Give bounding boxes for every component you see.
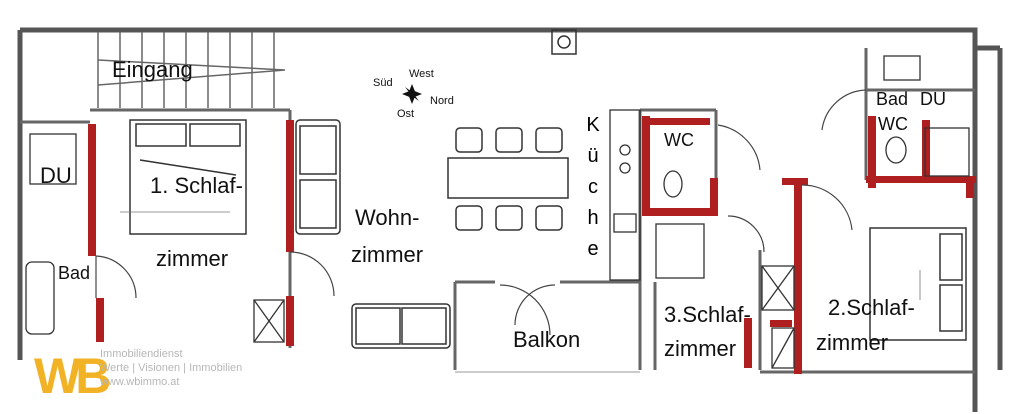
room-label-schlafzimmer-1-line1: 1. Schlaf-	[150, 173, 243, 198]
room-label-balkon: Balkon	[513, 327, 581, 352]
door-swings	[95, 89, 867, 336]
staircase	[97, 32, 286, 108]
room-label-schlafzimmer-1-line2: zimmer	[156, 246, 229, 271]
watermark: WB Immobiliendienst Werte | Visionen | I…	[34, 348, 274, 408]
compass-west: West	[409, 68, 434, 80]
kueche-letter: K	[586, 114, 600, 136]
kueche-letter: h	[587, 207, 599, 229]
room-label-wc-right: WC	[878, 114, 908, 134]
compass-north: Nord	[430, 95, 454, 107]
compass-south: Süd	[373, 77, 393, 89]
watermark-logo: WB	[34, 348, 111, 404]
room-label-bad-right: Bad	[876, 89, 909, 109]
room-label-kueche: K ü c h e	[582, 110, 604, 265]
storage-boxes	[253, 265, 795, 369]
sofa-wohnzimmer	[295, 119, 451, 349]
watermark-line2: Werte | Visionen | Immobilien	[100, 362, 243, 374]
dining-table	[447, 127, 569, 231]
room-label-wc-mid: WC	[664, 130, 694, 150]
watermark-line1: Immobiliendienst	[100, 348, 183, 360]
outer-walls	[17, 27, 1003, 412]
room-label-schlafzimmer-2-line2: zimmer	[816, 330, 889, 355]
compass-rose	[402, 84, 422, 104]
room-label-schlafzimmer-2-line1: 2.Schlaf-	[828, 295, 915, 320]
kitchen-counter	[609, 109, 641, 281]
room-label-bad-left: Bad	[58, 263, 91, 283]
room-label-wohnzimmer-line1: Wohn-	[355, 205, 420, 230]
room-label-du-left: DU	[40, 163, 72, 188]
room-label-wohnzimmer-line2: zimmer	[351, 242, 424, 267]
kueche-letter: e	[587, 238, 599, 260]
bathroom-fixtures	[25, 55, 970, 335]
watermark-line3: www.wbimmo.at	[100, 376, 180, 388]
kueche-letter: c	[588, 176, 598, 198]
bed-schlafzimmer-2	[869, 227, 967, 341]
bed-schlafzimmer-1	[129, 119, 247, 235]
room-label-du-right: DU	[920, 89, 946, 109]
dimension-marks	[120, 211, 921, 373]
room-label-eingang: Eingang	[112, 57, 193, 82]
chimney	[551, 29, 577, 55]
compass-east: Ost	[397, 108, 415, 120]
kueche-letter: ü	[587, 145, 599, 167]
room-label-schlafzimmer-3-line2: zimmer	[664, 336, 737, 361]
partition-walls	[88, 116, 976, 374]
room-label-schlafzimmer-3-line1: 3.Schlaf-	[664, 302, 751, 327]
